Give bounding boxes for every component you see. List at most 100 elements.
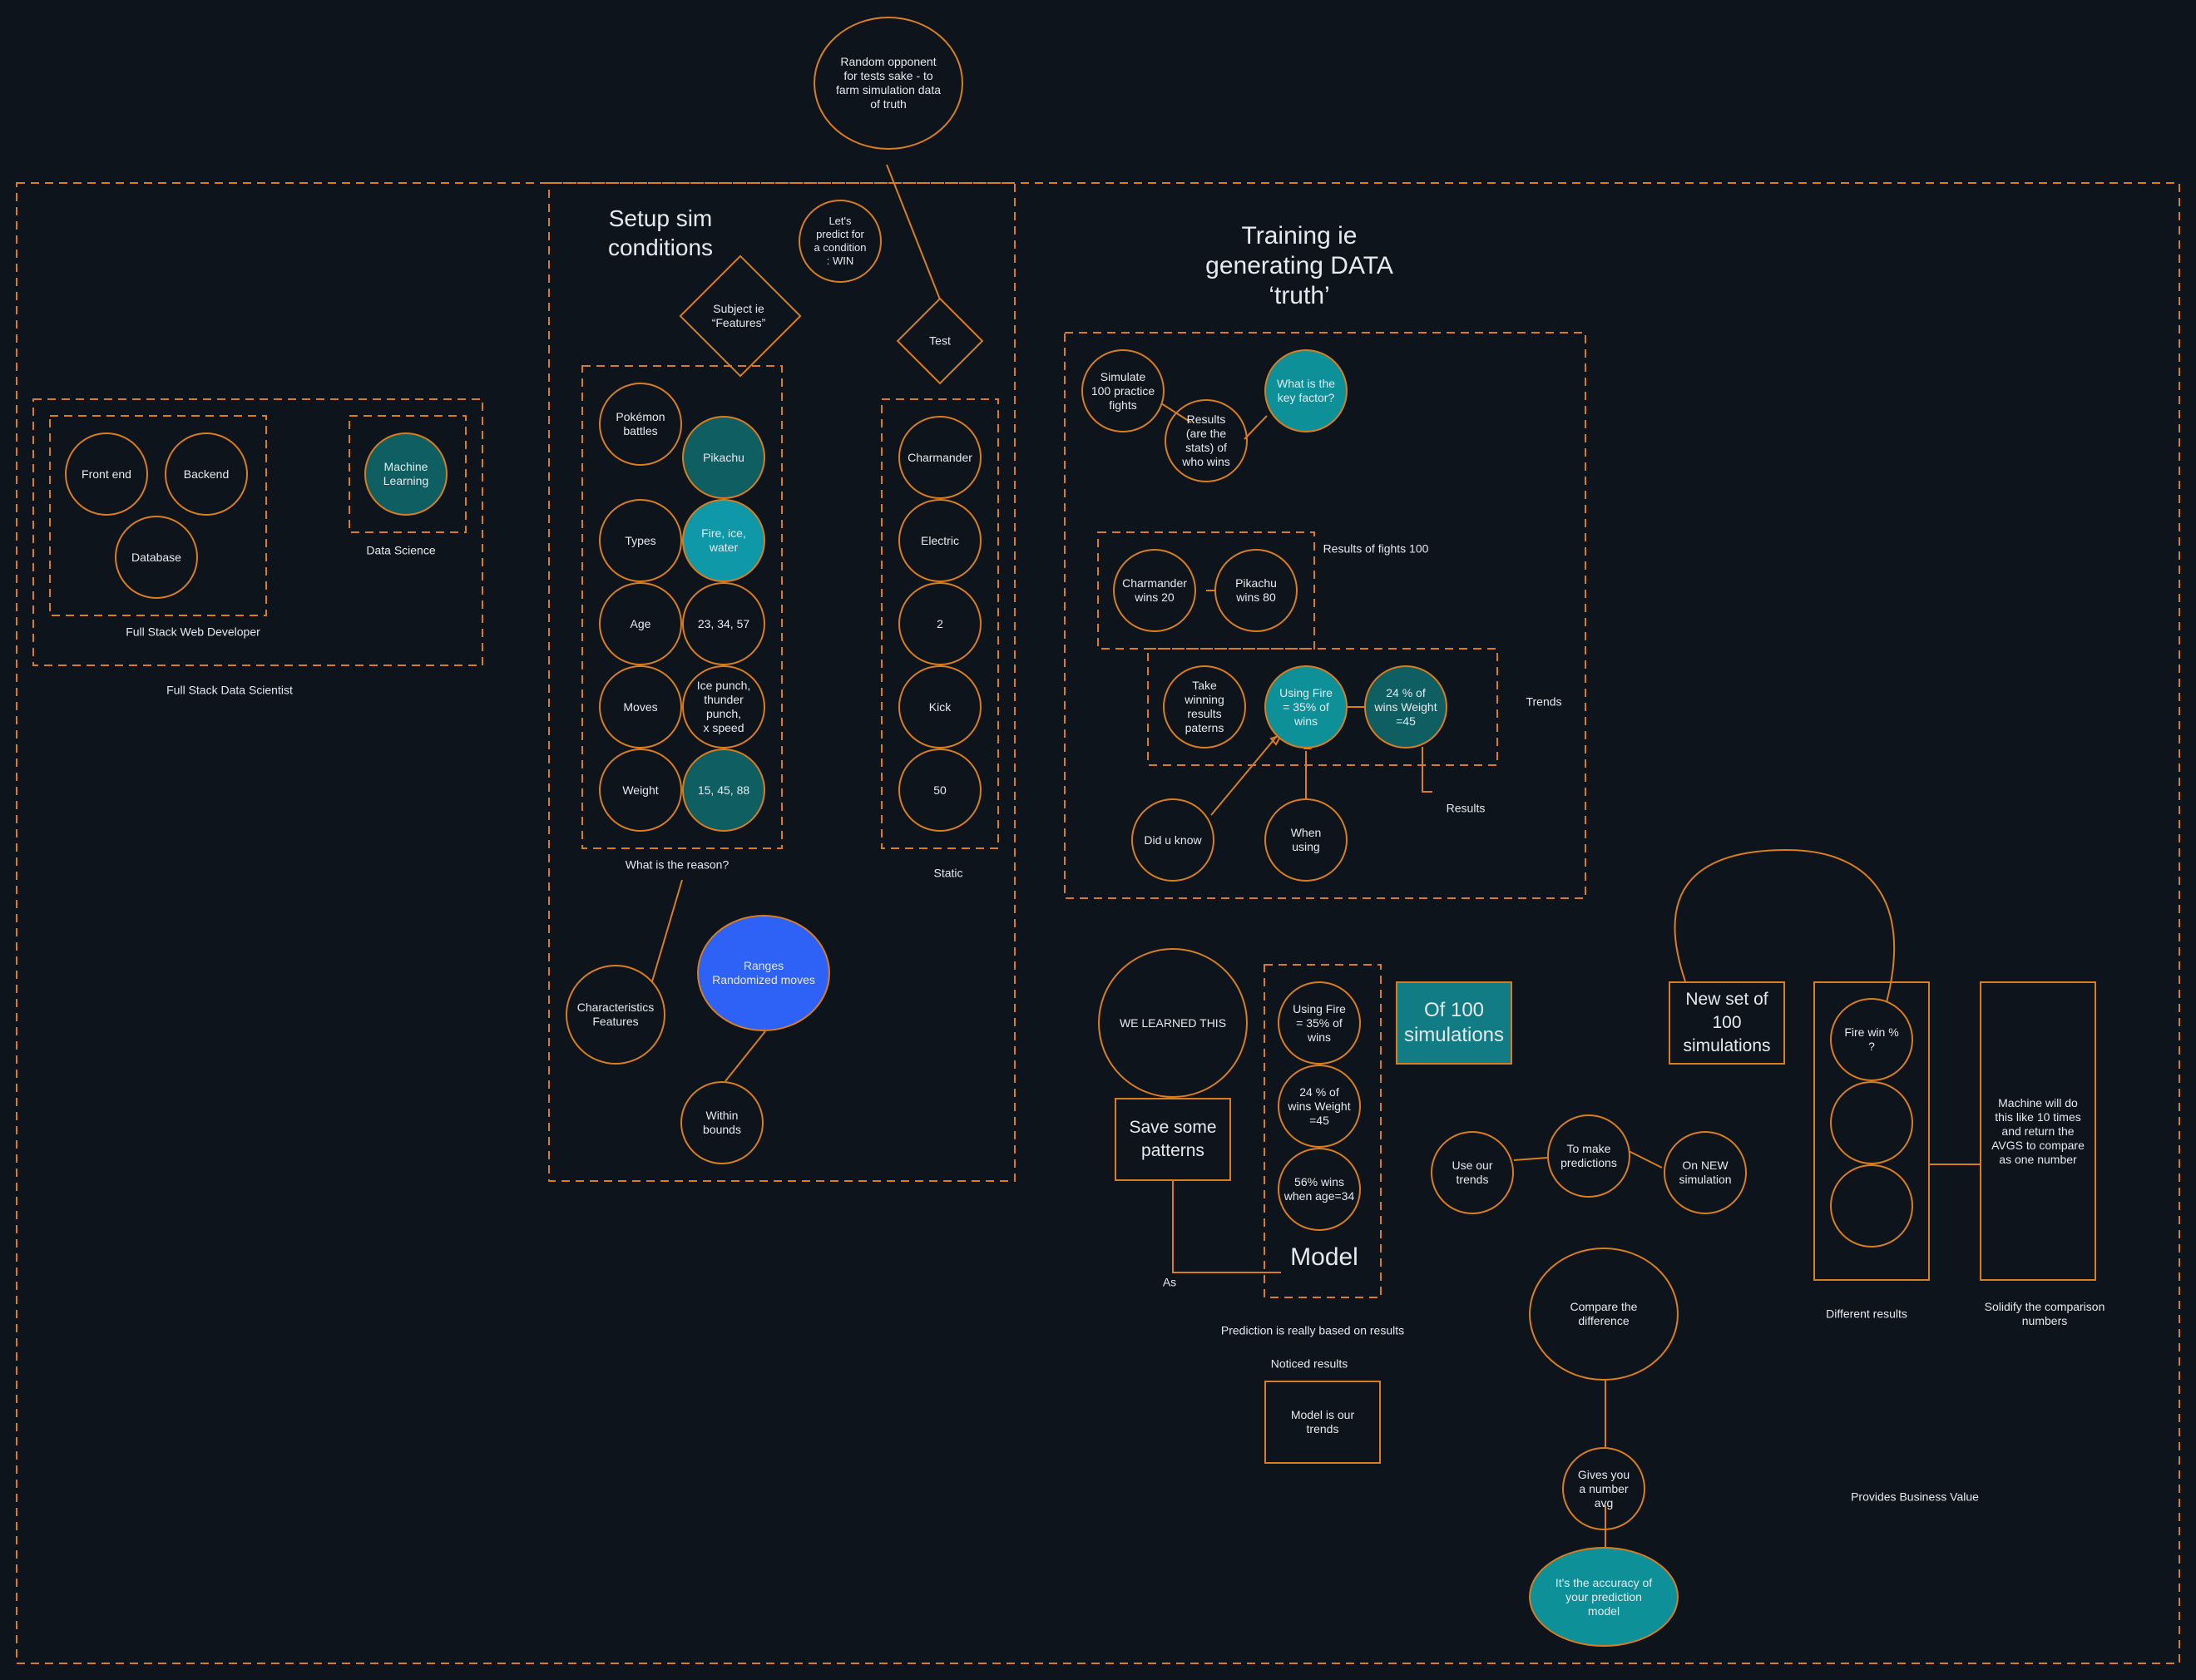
key-factor-node: What is the key factor?: [1264, 349, 1348, 432]
model-trends-box: Model is our trends: [1264, 1381, 1381, 1464]
value-text: Fire, ice, water: [701, 526, 746, 554]
model-weight-text: 24 % of wins Weight =45: [1288, 1085, 1351, 1127]
static-charmander: Charmander: [898, 416, 982, 499]
random-opponent-text: Random opponent for tests sake - to farm…: [835, 55, 942, 111]
weight-wins-node: 24 % of wins Weight =45: [1364, 665, 1447, 749]
feature-age: Age: [599, 582, 682, 665]
results-stats-text: Results (are the stats) of who wins: [1182, 413, 1230, 468]
outer-boundary: [16, 182, 2180, 1664]
on-new-node: On NEW simulation: [1664, 1131, 1747, 1214]
we-learned-node: WE LEARNED THIS: [1098, 948, 1248, 1098]
use-trends-node: Use our trends: [1431, 1131, 1514, 1214]
trends-box: [1147, 648, 1498, 766]
value-moves: Ice punch, thunder punch, x speed: [682, 665, 765, 749]
when-using-text: When using: [1290, 826, 1322, 853]
value-ages: 23, 34, 57: [682, 582, 765, 665]
solidify-label: Solidify the comparison numbers: [1984, 1300, 2105, 1327]
ranges-node: Ranges Randomized moves: [697, 915, 830, 1031]
did-you-know-node: Did u know: [1131, 798, 1214, 882]
full-stack-web-box: [49, 415, 267, 616]
machine-learning-text: Machine Learning: [383, 460, 429, 487]
connector-ranges-to-within: [725, 1030, 766, 1082]
value-text: Ice punch, thunder punch, x speed: [696, 679, 751, 734]
on-new-text: On NEW simulation: [1679, 1159, 1732, 1186]
to-make-node: To make predictions: [1547, 1114, 1630, 1198]
connector-did-you-know: [1210, 735, 1278, 816]
database-node: Database: [115, 516, 198, 599]
model-trends-text: Model is our trends: [1290, 1408, 1355, 1435]
save-patterns-box: Save some patterns: [1115, 1098, 1231, 1181]
setup-box: [548, 182, 1016, 1182]
backend-node: Backend: [165, 432, 248, 516]
model-age-text: 56% wins when age=34: [1283, 1175, 1355, 1203]
noticed-results-label: Noticed results: [1270, 1356, 1348, 1371]
static-box: [881, 398, 999, 849]
results-label: Results: [1446, 801, 1486, 815]
simulate-text: Simulate 100 practice fights: [1091, 369, 1155, 412]
pikachu-wins-text: Pikachu wins 80: [1235, 576, 1277, 604]
within-bounds-node: Within bounds: [680, 1081, 764, 1164]
data-science-label: Data Science: [366, 543, 436, 557]
when-using-node: When using: [1264, 798, 1348, 882]
new-set-text: New set of 100 simulations: [1683, 990, 1771, 1055]
charmander-wins-text: Charmander wins 20: [1122, 576, 1187, 604]
value-pikachu: Pikachu: [682, 416, 765, 499]
what-reason-label: What is the reason?: [625, 857, 730, 872]
features-box: [581, 365, 783, 849]
machine-text: Machine will do this like 10 times and r…: [1991, 1095, 2085, 1166]
business-value-label: Provides Business Value: [1851, 1490, 1979, 1504]
value-weights: 15, 45, 88: [682, 749, 765, 832]
trends-label: Trends: [1526, 694, 1562, 709]
use-trends-text: Use our trends: [1452, 1159, 1493, 1186]
static-label: Static: [933, 866, 963, 880]
characteristics-node: Characteristics Features: [566, 965, 665, 1065]
static-weight: 50: [898, 749, 982, 832]
take-winning-text: Take winning results paterns: [1185, 679, 1224, 734]
full-stack-data-box: [32, 398, 483, 666]
using-fire-text: Using Fire = 35% of wins: [1279, 685, 1333, 728]
of-100-text: Of 100 simulations: [1403, 999, 1505, 1046]
model-age-node: 56% wins when age=34: [1278, 1148, 1361, 1231]
results-stats-node: Results (are the stats) of who wins: [1165, 399, 1248, 482]
take-winning-node: Take winning results paterns: [1163, 665, 1246, 749]
model-box: [1264, 964, 1382, 1298]
setup-title: Setup sim conditions: [607, 205, 714, 260]
characteristics-text: Characteristics Features: [576, 1001, 655, 1028]
empty-result-node-2: [1830, 1081, 1913, 1164]
model-fire-node: Using Fire = 35% of wins: [1278, 981, 1361, 1065]
data-science-box: [349, 415, 467, 533]
training-title: Training ie generating DATA ‘truth’: [1205, 222, 1393, 309]
backend-text: Backend: [183, 467, 230, 481]
connector-save-to-model: [1172, 1181, 1281, 1273]
connector-predict-chain: [1513, 1150, 1663, 1169]
feature-moves: Moves: [599, 665, 682, 749]
different-results-box: [1813, 981, 1930, 1281]
lets-predict-node: Let's predict for a condition : WIN: [799, 200, 882, 283]
static-text: 2: [937, 616, 943, 630]
of-100-box: Of 100 simulations: [1396, 981, 1512, 1065]
charmander-wins-node: Charmander wins 20: [1113, 549, 1196, 632]
using-fire-node: Using Fire = 35% of wins: [1264, 665, 1348, 749]
feature-text: Age: [630, 616, 651, 630]
static-kick: Kick: [898, 665, 982, 749]
arrowhead-did-you-know: [1269, 734, 1283, 746]
compare-text: Compare the difference: [1570, 1300, 1638, 1327]
within-bounds-text: Within bounds: [703, 1109, 741, 1136]
to-make-text: To make predictions: [1560, 1142, 1617, 1169]
different-results-label: Different results: [1826, 1307, 1907, 1321]
key-factor-text: What is the key factor?: [1276, 377, 1336, 404]
results-fights-label: Results of fights 100: [1323, 541, 1429, 556]
value-types: Fire, ice, water: [682, 499, 765, 582]
compare-node: Compare the difference: [1529, 1248, 1679, 1381]
feature-text: Moves: [623, 699, 658, 714]
feature-types: Types: [599, 499, 682, 582]
random-opponent-node: Random opponent for tests sake - to farm…: [814, 17, 963, 150]
empty-result-node-3: [1830, 1164, 1913, 1248]
subject-text: Subject ie “Features”: [711, 302, 766, 329]
as-label: As: [1162, 1275, 1177, 1289]
save-patterns-text: Save some patterns: [1129, 1118, 1217, 1160]
static-text: Electric: [921, 533, 959, 547]
model-weight-node: 24 % of wins Weight =45: [1278, 1065, 1361, 1148]
machine-learning-node: Machine Learning: [364, 432, 448, 516]
